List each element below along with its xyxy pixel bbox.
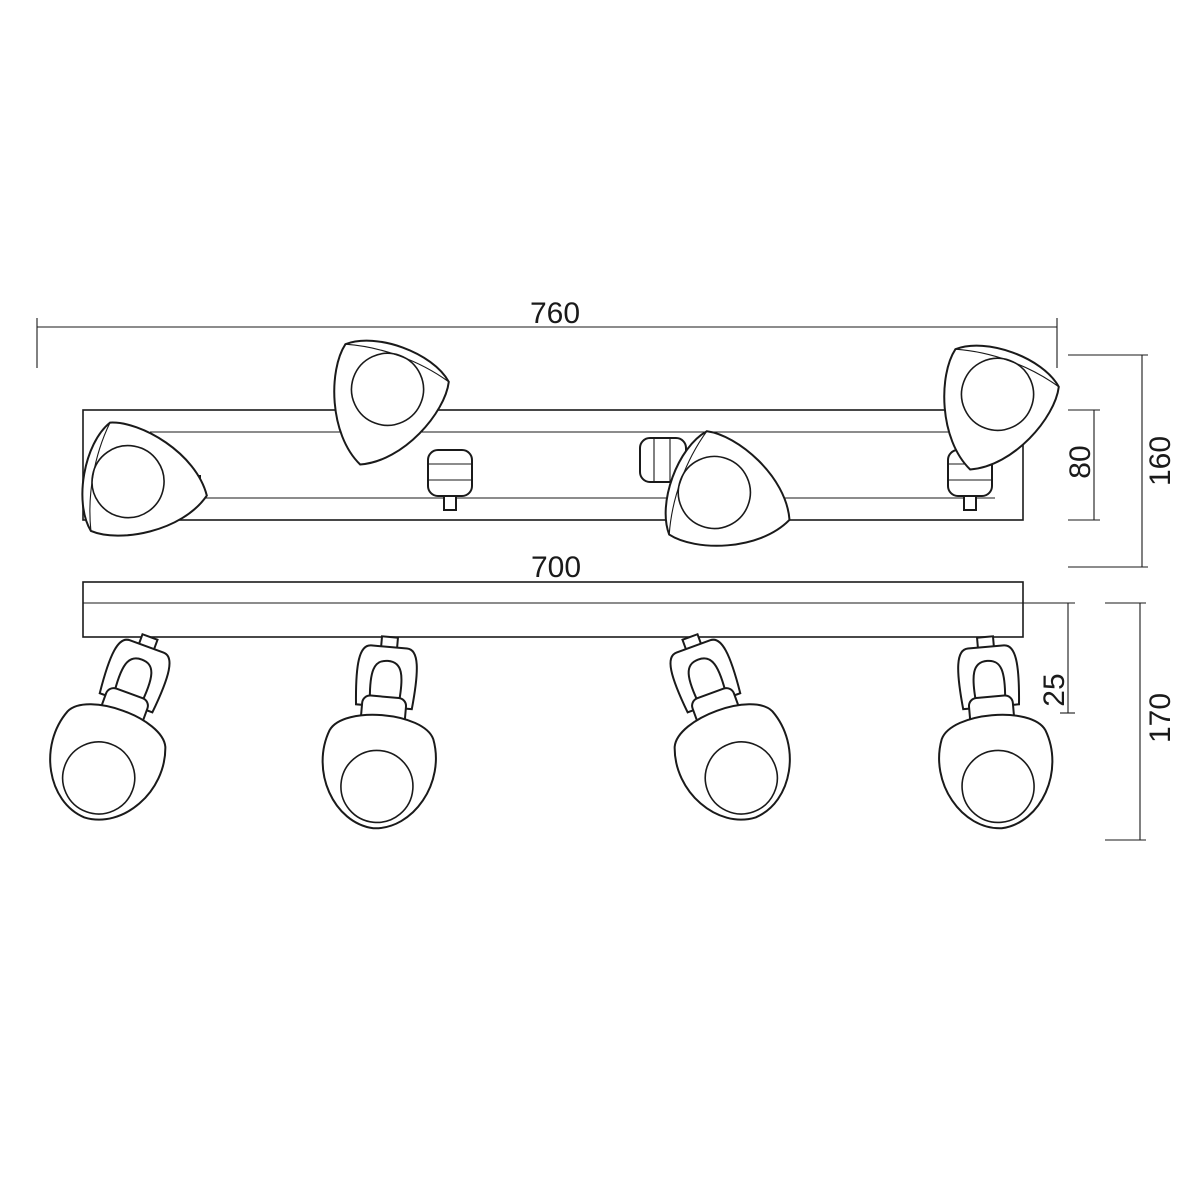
spotlight-1	[73, 417, 218, 552]
spotlight-2	[306, 327, 473, 511]
dimension-760: 760	[36, 297, 1058, 368]
dimension-label: 170	[1144, 693, 1177, 743]
dimension-25: 25	[1023, 602, 1075, 714]
side-spotlight-2	[315, 631, 448, 835]
dimension-label: 80	[1064, 445, 1097, 478]
dimension-80: 80	[1064, 409, 1100, 521]
dimension-label: 760	[530, 297, 580, 330]
spotlight-4	[916, 332, 1067, 511]
dimension-label: 160	[1144, 436, 1177, 486]
side-spotlight-3	[635, 616, 810, 838]
bar-body	[82, 581, 1024, 638]
dimension-160: 160	[1068, 354, 1177, 568]
side-view: 700	[30, 551, 1060, 838]
top-view	[73, 327, 1067, 574]
dimension-170: 170	[1105, 602, 1177, 841]
side-spotlight-1	[30, 616, 205, 838]
side-spotlight-4	[927, 631, 1060, 835]
dimension-label: 25	[1038, 673, 1071, 706]
dimension-700-label: 700	[531, 551, 581, 584]
mounting-plate	[82, 409, 1024, 521]
